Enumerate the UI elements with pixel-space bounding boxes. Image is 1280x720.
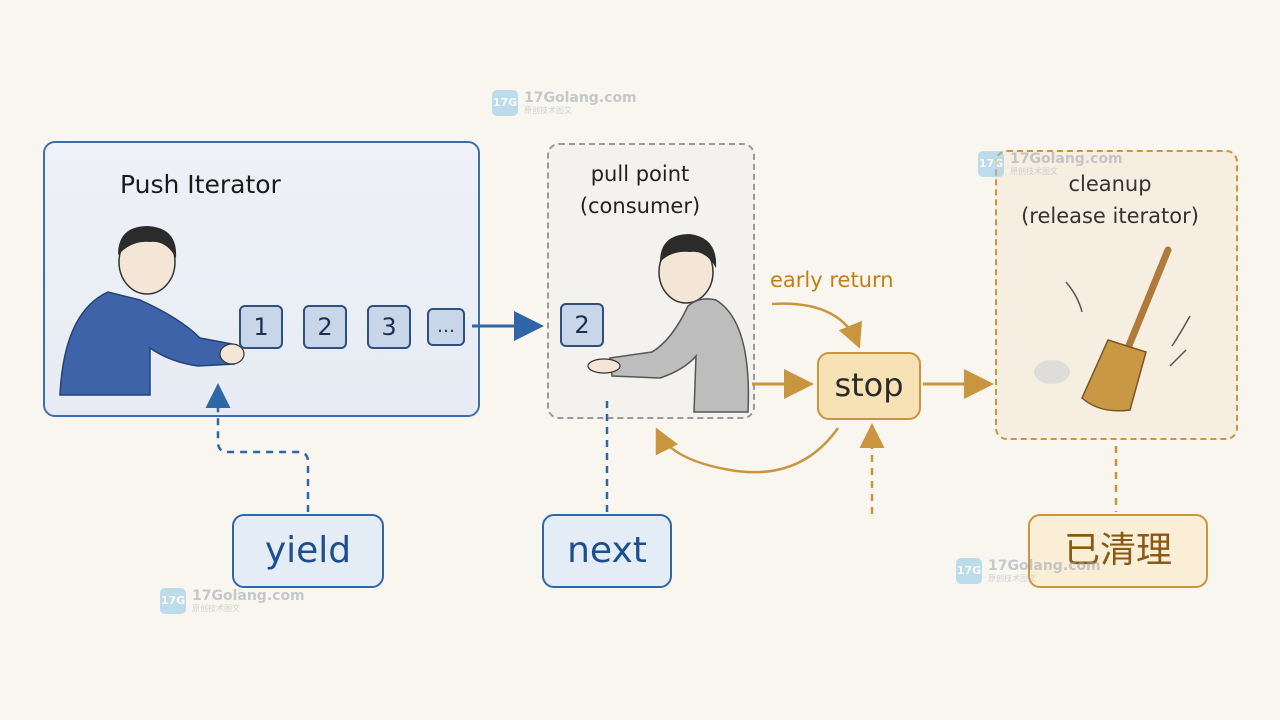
pull-item: 2 [560,303,604,347]
cleanup-title-line1: cleanup [1068,172,1152,196]
watermark-brand: 17Golang.com [524,90,637,106]
stop-box: stop [817,352,921,420]
watermark-logo-icon: 17G [160,588,186,614]
pull-point-title-line2: (consumer) [579,194,701,218]
early-return-label: early return [770,268,894,292]
push-item-1: 1 [239,305,283,349]
cleanup-panel [995,150,1238,440]
push-item-3: 3 [367,305,411,349]
cleanup-title: cleanup (release iterator) [1005,168,1215,232]
watermark-logo-icon: 17G [956,558,982,584]
person-receiving-icon [587,234,750,413]
push-item-2: 2 [303,305,347,349]
push-iterator-title: Push Iterator [120,170,281,199]
yield-arrow-icon [205,383,310,512]
watermark-logo-icon: 17G [492,90,518,116]
watermark-subtitle: 原创技术图文 [192,604,240,613]
cleanup-title-line2: (release iterator) [1021,204,1199,228]
watermark-brand: 17Golang.com [192,588,305,604]
watermark-subtitle: 原创技术图文 [524,106,572,115]
watermark-subtitle: 原创技术图文 [988,574,1036,583]
broom-icon [1034,246,1191,412]
watermark-brand: 17Golang.com [1010,151,1123,167]
watermark-logo-icon: 17G [978,151,1004,177]
early-return-arrow-icon [771,302,862,349]
person-giving-icon [59,226,245,396]
watermark-subtitle: 原创技术图文 [1010,167,1058,176]
next-label: next [542,514,672,588]
cleaned-label: 已清理 [1028,514,1208,588]
stop-loop-back-arrow-icon [655,427,840,474]
watermark-brand: 17Golang.com [988,558,1101,574]
yield-label: yield [232,514,384,588]
push-item-ellipsis: … [427,308,465,346]
pull-point-title-line1: pull point [590,162,690,186]
pull-point-title: pull point (consumer) [560,158,720,222]
